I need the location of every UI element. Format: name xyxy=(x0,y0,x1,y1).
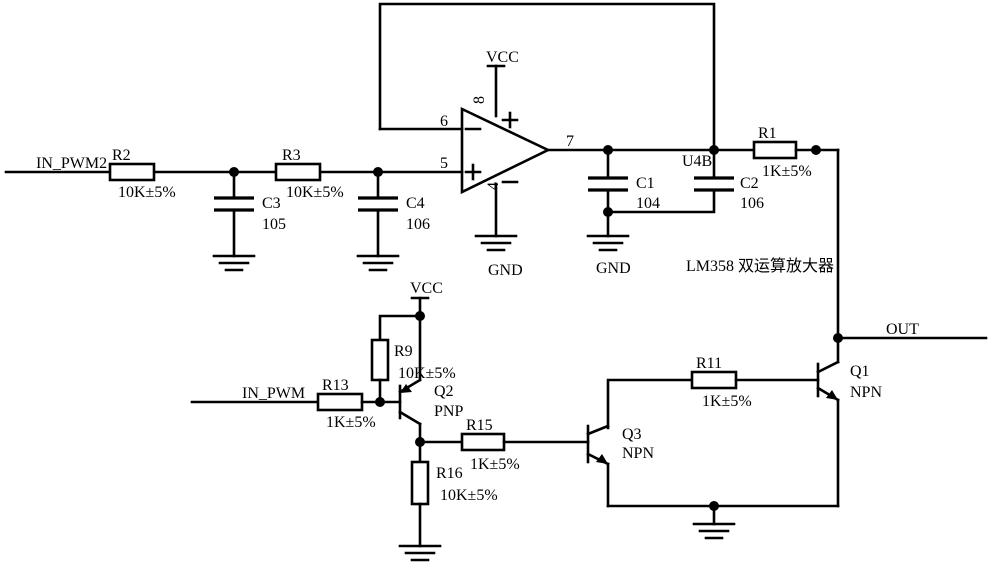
resistor-r9: R9 10K±5% xyxy=(370,338,456,404)
r2-ref: R2 xyxy=(112,147,131,164)
r3-ref: R3 xyxy=(282,147,301,164)
junction-dot xyxy=(811,145,821,155)
resistor-r15: R15 1K±5% xyxy=(418,417,590,473)
opamp-description: LM358 双运算放大器 xyxy=(686,256,834,275)
wires-filter xyxy=(4,170,464,258)
r11-ref: R11 xyxy=(696,355,722,372)
r9-top-wire xyxy=(378,314,422,342)
resistor-r1: R1 1K±5% xyxy=(712,125,840,180)
vcc-label-q2: VCC xyxy=(410,280,443,297)
junction-dot xyxy=(603,145,613,155)
r2-value: 10K±5% xyxy=(118,184,176,201)
junction-dot xyxy=(375,397,385,407)
ground-icon xyxy=(586,234,630,252)
r16-value: 10K±5% xyxy=(440,487,498,504)
input-label-top: IN_PWM2 xyxy=(36,155,107,172)
c3-value: 105 xyxy=(262,216,286,233)
resistor-r11: R11 1K±5% xyxy=(606,355,820,430)
capacitor-c4: C4 106 xyxy=(358,195,430,233)
r15-value: 1K±5% xyxy=(470,456,520,473)
r1-ref: R1 xyxy=(758,125,777,142)
r1-value: 1K±5% xyxy=(762,163,812,180)
pin-6-label: 6 xyxy=(440,113,448,130)
opamp-ref: U4B xyxy=(682,153,712,170)
q1-type: NPN xyxy=(850,384,882,401)
transistor-q2: Q2 PNP xyxy=(398,378,463,464)
opamp-u4b: 6 5 8 4 7 U4B xyxy=(378,64,716,238)
junction-dot xyxy=(229,167,239,177)
gnd-label-opamp: GND xyxy=(488,262,523,279)
pin-7-label: 7 xyxy=(566,133,574,150)
c2-ref: C2 xyxy=(740,175,759,192)
r16-ref: R16 xyxy=(436,465,463,482)
q3-ref: Q3 xyxy=(622,426,642,443)
pin-4-label: 4 xyxy=(485,182,502,190)
net-label-in-pwm2: IN_PWM2 xyxy=(36,155,107,172)
q2-type: PNP xyxy=(434,403,463,420)
junction-dot xyxy=(833,333,843,343)
c4-value: 106 xyxy=(406,216,430,233)
r13-ref: R13 xyxy=(322,377,349,394)
ground-icon xyxy=(398,544,442,562)
junction-dot xyxy=(415,311,425,321)
ground-icon xyxy=(356,254,400,272)
capacitor-c3: C3 105 xyxy=(214,195,286,233)
transistor-q3: Q3 NPN xyxy=(586,424,654,508)
r15-ref: R15 xyxy=(466,417,493,434)
q2-ref: Q2 xyxy=(434,383,454,400)
q3-type: NPN xyxy=(622,445,654,462)
q1-ref: Q1 xyxy=(850,363,870,380)
feedback-wire xyxy=(378,2,716,152)
c4-ref: C4 xyxy=(406,195,425,212)
junction-dot xyxy=(373,167,383,177)
c3-ref: C3 xyxy=(262,195,281,212)
r9-value: 10K±5% xyxy=(398,365,456,382)
c1-value: 104 xyxy=(636,195,660,212)
gnd-label-c1: GND xyxy=(596,260,631,277)
c2-value: 106 xyxy=(740,195,764,212)
ground-icon xyxy=(474,234,518,252)
out-label: OUT xyxy=(886,321,919,338)
resistor-r13: R13 1K±5% xyxy=(316,377,402,431)
r11-value: 1K±5% xyxy=(702,393,752,410)
transistor-q1: Q1 NPN xyxy=(816,360,882,508)
pin-5-label: 5 xyxy=(440,155,448,172)
pin-8-label: 8 xyxy=(471,96,488,104)
r3-value: 10K±5% xyxy=(286,184,344,201)
ground-icon xyxy=(692,522,736,540)
resistor-r16: R16 10K±5% xyxy=(410,460,498,548)
resistor-r3: R3 10K±5% xyxy=(274,147,344,201)
ground-icon xyxy=(212,254,256,272)
r13-value: 1K±5% xyxy=(326,414,376,431)
resistor-r2: R2 10K±5% xyxy=(108,147,176,201)
capacitor-c1: C1 104 xyxy=(588,148,660,238)
c1-ref: C1 xyxy=(636,175,655,192)
net-label-in-pwm: IN_PWM xyxy=(242,385,305,402)
r9-ref: R9 xyxy=(394,343,413,360)
vcc-label-opamp: VCC xyxy=(486,49,519,66)
